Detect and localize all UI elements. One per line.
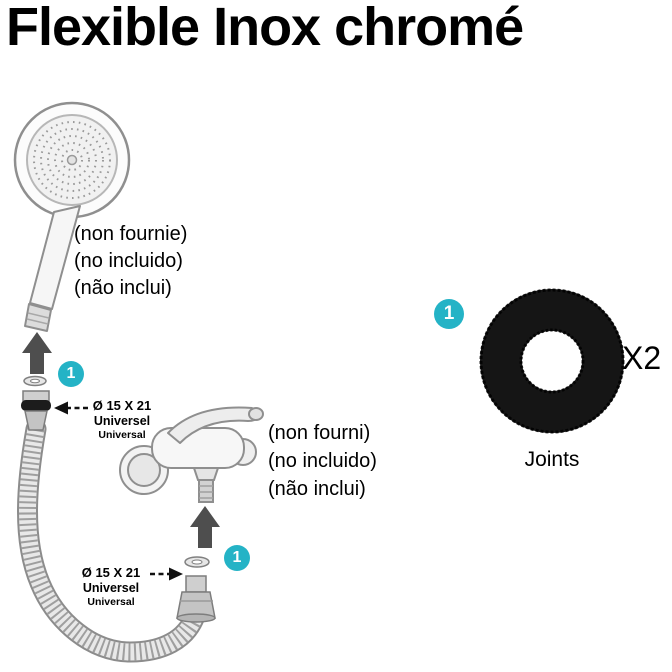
connector-bottom-label: Ø 15 X 21 Universel Universal [71,565,151,608]
connector-size-label: Ø 15 X 21 [81,565,141,580]
note-line: (non fourni) [268,422,371,444]
joint-quantity-label: X2 [622,340,662,376]
shower-head-note: (non fournie) (no incluido) (não inclui) [74,221,187,302]
note-line: (não inclui) [74,277,172,299]
pointer-arrow-top-icon [54,401,88,415]
step-1-badge: 1 [224,545,250,571]
note-line: (no incluido) [268,450,377,472]
connector-standard-fr: Universel [93,414,151,428]
mixer-tap-icon [119,406,264,503]
arrow-up-icon [22,332,52,374]
arrow-up-icon [190,506,220,548]
joints-label: Joints [524,448,580,471]
joint-gasket-icon [479,288,625,434]
note-line: (non fournie) [74,223,188,245]
pointer-arrow-bottom-icon [150,567,183,581]
connector-standard-en: Universal [87,596,135,608]
hose-connector-bottom-icon [176,575,216,623]
gasket-top-icon [23,375,47,387]
faucet-note: (non fourni) (no incluido) (não inclui) [268,419,377,503]
note-line: (não inclui) [268,478,366,500]
connector-standard-fr: Universel [82,581,140,595]
connector-size-label: Ø 15 X 21 [92,398,152,413]
connector-top-label: Ø 15 X 21 Universel Universal [86,398,158,441]
gasket-bottom-icon [184,556,210,568]
page-title: Flexible Inox chromé [6,0,524,57]
note-line: (no incluido) [74,250,183,272]
connector-standard-en: Universal [98,429,146,441]
flexible-hose-icon [17,418,206,663]
shower-head-icon [13,101,131,332]
hose-connector-top-icon [21,390,51,431]
step-1-badge: 1 [434,299,464,329]
step-1-badge: 1 [58,361,84,387]
